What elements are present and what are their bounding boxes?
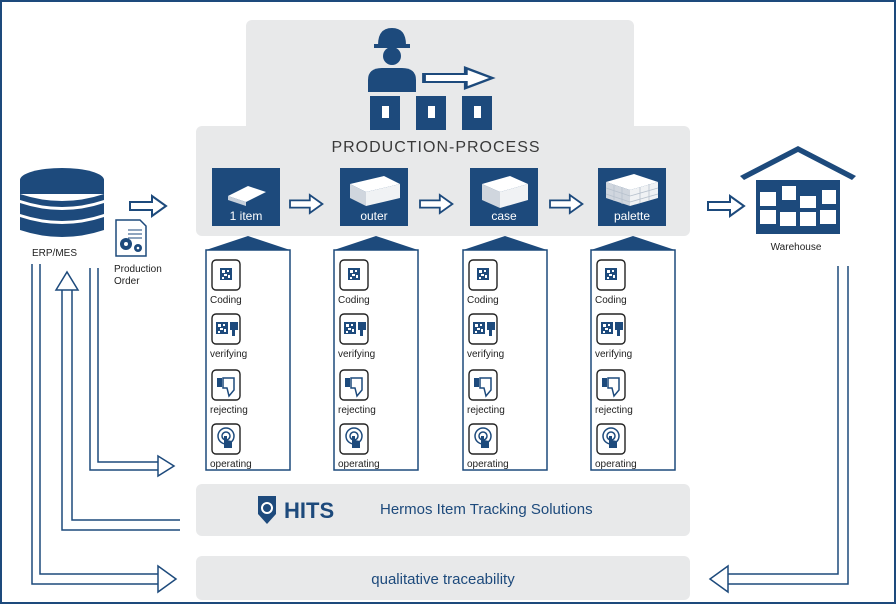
- svg-text:rejecting: rejecting: [467, 405, 505, 416]
- svg-text:rejecting: rejecting: [595, 405, 633, 416]
- hits-bar: [196, 484, 690, 536]
- svg-text:operating: operating: [595, 459, 637, 470]
- svg-text:operating: operating: [467, 459, 509, 470]
- stage-1-item: 1 item: [212, 168, 280, 226]
- svg-text:operating: operating: [338, 459, 380, 470]
- stage-label: 1 item: [230, 209, 263, 223]
- svg-text:verifying: verifying: [338, 349, 375, 360]
- svg-text:Coding: Coding: [338, 295, 370, 306]
- svg-text:rejecting: rejecting: [338, 405, 376, 416]
- hits-logo-icon: [258, 496, 276, 524]
- step-column-1: Coding verifying rejecting operating: [205, 236, 291, 471]
- step-column-3: Coding verifying rejecting operating: [462, 236, 548, 471]
- svg-text:Coding: Coding: [595, 295, 627, 306]
- stage-outer: outer: [340, 168, 408, 226]
- step-column-4: Coding verifying rejecting operating: [590, 236, 676, 471]
- stage-label: case: [491, 209, 517, 223]
- stage-case: case: [470, 168, 538, 226]
- svg-text:operating: operating: [210, 459, 252, 470]
- svg-text:verifying: verifying: [210, 349, 247, 360]
- svg-text:rejecting: rejecting: [210, 405, 248, 416]
- connectors: [31, 264, 849, 594]
- erp-label: ERP/MES: [32, 248, 77, 259]
- worker-icon: [368, 28, 416, 92]
- hits-logo-text: HITS: [284, 498, 334, 523]
- step-column-2: Coding verifying rejecting operating: [333, 236, 419, 471]
- traceability-label: qualitative traceability: [371, 571, 515, 588]
- production-order-label-2: Order: [114, 276, 140, 287]
- warehouse-label: Warehouse: [771, 242, 822, 253]
- production-order-icon: [115, 219, 147, 257]
- box-icons: [370, 96, 492, 130]
- production-process-title: PRODUCTION-PROCESS: [331, 139, 540, 156]
- warehouse-icon: [740, 146, 856, 234]
- svg-text:verifying: verifying: [467, 349, 504, 360]
- database-icon: [20, 168, 104, 237]
- svg-text:Coding: Coding: [467, 295, 499, 306]
- stage-label: palette: [614, 209, 650, 223]
- svg-text:verifying: verifying: [595, 349, 632, 360]
- production-order-label-1: Production: [114, 264, 162, 275]
- stage-label: outer: [360, 209, 387, 223]
- traceability-bar: [196, 556, 690, 600]
- hits-name: Hermos Item Tracking Solutions: [380, 501, 593, 518]
- svg-text:Coding: Coding: [210, 295, 242, 306]
- stage-palette: palette: [598, 168, 666, 226]
